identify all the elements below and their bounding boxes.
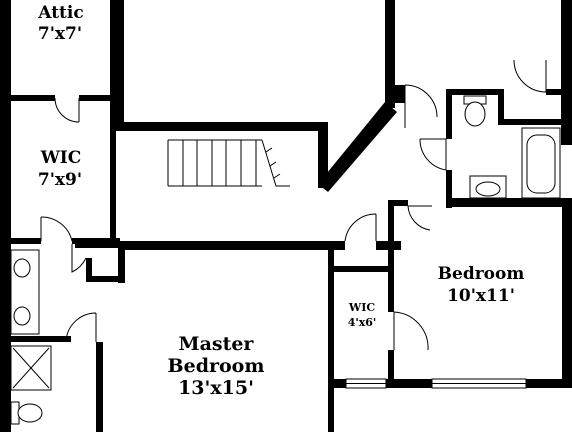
door-bedroom xyxy=(407,205,432,231)
wall-bath-left-lower xyxy=(446,170,452,208)
bath-sink xyxy=(475,181,501,197)
wall-wic-bottom-a xyxy=(11,238,41,244)
fixtures xyxy=(10,95,561,425)
wall-top-room-left xyxy=(116,0,124,130)
wall-upper-right-room xyxy=(395,85,405,103)
windows xyxy=(345,378,527,389)
label-attic-size: 7'x7' xyxy=(38,24,82,44)
label-master-name-2: Bedroom xyxy=(168,355,265,377)
wall-closet-right-bottom xyxy=(498,119,562,125)
wall-bath-left xyxy=(446,89,452,139)
wall-bedroom-top xyxy=(394,200,408,206)
wall-bedroom-left-lower xyxy=(388,350,394,388)
label-master-size: 13'x15' xyxy=(178,377,254,399)
door-bath xyxy=(419,138,447,171)
wall-master-right xyxy=(328,250,334,432)
label-wic-small-size: 4'x6' xyxy=(348,316,377,329)
wall-top-room-right xyxy=(385,0,395,108)
door-closet-bump xyxy=(71,244,87,273)
label-bedroom-name: Bedroom xyxy=(438,264,525,284)
wall-top-room-bottom xyxy=(116,122,328,131)
wall-closet-right-top xyxy=(498,89,504,124)
wall-diagonal xyxy=(318,102,397,192)
door-master-bath xyxy=(65,312,97,343)
sink-1 xyxy=(13,258,31,278)
door-small-wic xyxy=(393,311,429,351)
door-hall-closet xyxy=(344,213,377,242)
label-wic-small-name: WIC xyxy=(348,301,375,314)
label-bedroom-size: 10'x11' xyxy=(447,286,515,306)
exterior-wall-right-lower xyxy=(562,198,572,388)
wall-attic-bottom-a xyxy=(11,95,55,101)
wall-closet-bump-top xyxy=(75,241,125,248)
wall-closet-right-top2 xyxy=(546,89,562,95)
bathtub-inner xyxy=(526,134,556,194)
wall-stair-right xyxy=(318,122,328,188)
wall-attic-bottom-b xyxy=(79,95,115,101)
wall-bedroom-left xyxy=(388,200,394,312)
wall-closet-bump-left xyxy=(86,258,92,282)
exterior-wall-left xyxy=(0,0,11,432)
wall-bath-bottom xyxy=(446,198,572,207)
door-attic xyxy=(54,97,80,123)
wall-hall-bottom xyxy=(120,241,345,250)
sink-2 xyxy=(13,306,31,326)
wall-small-wic-top xyxy=(332,266,394,272)
toilet-bowl-2 xyxy=(464,101,486,127)
wall-attic-right xyxy=(110,0,116,244)
doors xyxy=(40,59,547,351)
staircase xyxy=(167,139,290,187)
wall-master-bath-top xyxy=(11,336,71,342)
exterior-wall-right xyxy=(561,0,572,145)
label-attic-name: Attic xyxy=(37,3,83,23)
label-wic-left-name: WIC xyxy=(40,148,82,168)
wall-master-bath xyxy=(96,342,103,432)
door-wic-left xyxy=(40,216,73,242)
toilet-bowl xyxy=(17,403,43,423)
door-closet-right xyxy=(513,59,547,93)
wall-closet-bump-right xyxy=(118,241,125,283)
wall-closet-bump-bottom xyxy=(86,276,125,282)
wall-bath-top xyxy=(452,89,498,95)
room-labels: Attic 7'x7' WIC 7'x9' Master Bedroom 13'… xyxy=(37,3,524,399)
label-wic-left-size: 7'x9' xyxy=(38,170,82,190)
label-master-name: Master xyxy=(179,333,255,355)
door-upper-right-room xyxy=(404,84,438,128)
